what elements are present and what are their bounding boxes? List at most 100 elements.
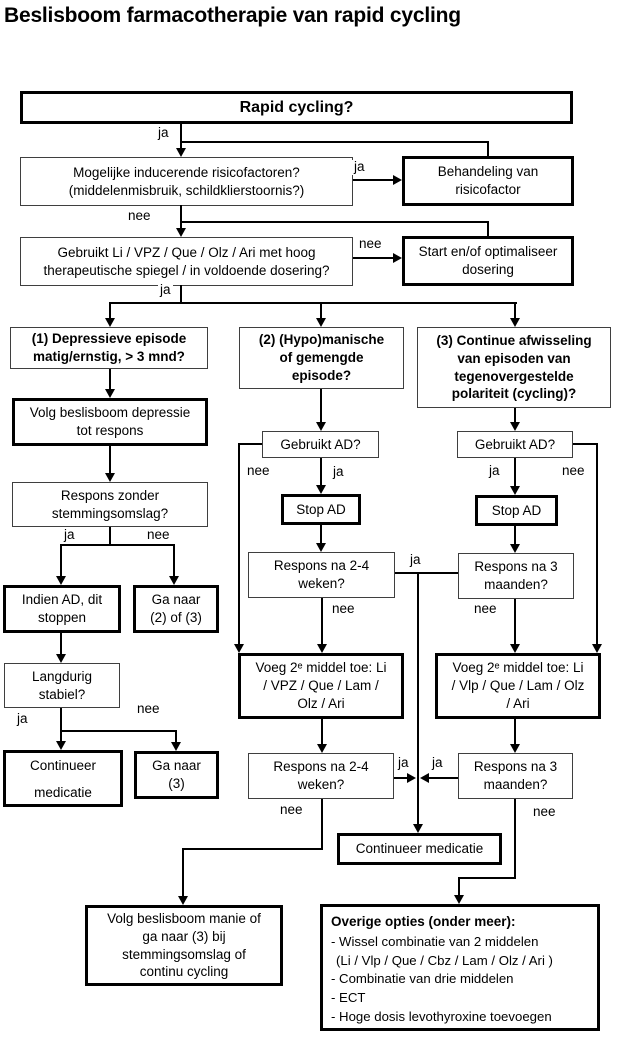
label-ja: ja: [158, 282, 173, 298]
connector-line: [238, 443, 240, 645]
label-nee: nee: [531, 804, 558, 820]
node-start-optimize: Start en/of optimaliseer dosering: [402, 236, 574, 286]
connector-line: [514, 719, 516, 745]
node-go-to-2-or-3: Ga naar (2) of (3): [133, 585, 219, 633]
arrow-down: [105, 473, 115, 482]
arrow-down: [510, 644, 520, 653]
connector-line: [109, 446, 111, 474]
label-nee: nee: [560, 463, 587, 479]
label-ja: ja: [487, 463, 502, 479]
label-ja: ja: [331, 464, 346, 480]
connector-line: [180, 285, 182, 303]
connector-line: [60, 730, 177, 732]
label-ja: ja: [352, 159, 367, 175]
label-nee: nee: [472, 601, 499, 617]
label-nee: nee: [278, 802, 305, 818]
node-continue-medication-1: Continueer medicatie: [3, 750, 123, 807]
connector-line: [109, 369, 111, 390]
node-rapid-cycling: Rapid cycling?: [20, 91, 573, 124]
arrow-down: [317, 644, 327, 653]
connector-line: [180, 221, 489, 223]
arrow-down: [176, 228, 186, 237]
node-continue-medication-2: Continueer medicatie: [337, 833, 502, 865]
node-go-to-3: Ga naar (3): [134, 751, 219, 799]
other-options-title: Overige opties (onder meer):: [331, 914, 516, 929]
arrow-down: [178, 896, 188, 905]
connector-line: [320, 458, 322, 486]
arrow-down: [56, 576, 66, 585]
connector-line: [514, 408, 516, 423]
other-options-item: - ECT: [331, 990, 366, 1006]
connector-line: [180, 141, 489, 143]
connector-line: [458, 877, 516, 879]
connector-line: [596, 443, 598, 645]
arrow-down: [510, 486, 520, 495]
label-nee: nee: [330, 601, 357, 617]
connector-line: [109, 527, 111, 546]
connector-line: [175, 730, 177, 743]
other-options-item: - Wissel combinatie van 2 middelen: [331, 933, 539, 949]
arrow-down: [317, 744, 327, 753]
connector-line: [238, 443, 262, 445]
node-add-second-agent-2: Voeg 2ᵉ middel toe: Li / VPZ / Que / Lam…: [238, 653, 404, 719]
node-other-options: Overige opties (onder meer): - Wissel co…: [320, 904, 600, 1031]
connector-line: [320, 302, 322, 319]
arrow-right: [393, 253, 402, 263]
label-nee: nee: [135, 701, 162, 717]
node-branch3-cycling: (3) Continue afwisseling van episoden va…: [417, 327, 611, 408]
arrow-right: [393, 175, 402, 185]
node-branch1-depressive: (1) Depressieve episode matig/ernstig, >…: [10, 327, 208, 369]
arrow-down: [454, 895, 464, 904]
label-ja: ja: [430, 755, 445, 771]
arrow-down: [510, 422, 520, 431]
label-nee: nee: [357, 236, 384, 252]
node-branch2-hypomanic: (2) (Hypo)manische of gemengde episode?: [239, 327, 404, 389]
connector-line: [353, 179, 394, 181]
connector-line: [180, 205, 182, 230]
arrow-down: [510, 318, 520, 327]
connector-line: [60, 708, 62, 732]
label-nee: nee: [245, 463, 272, 479]
node-treat-risk-factor: Behandeling van risicofactor: [402, 156, 574, 206]
node-response-2-4-weeks-1: Respons na 2-4 weken?: [248, 552, 395, 598]
arrow-down: [169, 576, 179, 585]
connector-line: [514, 526, 516, 545]
connector-line: [60, 633, 62, 655]
connector-line: [514, 599, 516, 645]
node-adequate-medication: Gebruikt Li / VPZ / Que / Olz / Ari met …: [20, 237, 353, 286]
label-ja: ja: [62, 527, 77, 543]
label-nee: nee: [126, 208, 153, 224]
connector-line: [417, 572, 419, 825]
node-response-3-months-2: Respons na 3 maanden?: [458, 753, 573, 799]
node-uses-ad-2: Gebruikt AD?: [262, 431, 379, 458]
arrow-down: [413, 824, 423, 833]
arrow-down: [105, 389, 115, 398]
label-ja: ja: [15, 711, 30, 727]
connector-line: [321, 719, 323, 745]
node-long-term-stable: Langdurig stabiel?: [4, 663, 120, 708]
connector-line: [429, 777, 458, 779]
other-options-item: - Combinatie van drie middelen: [331, 971, 514, 987]
arrow-down: [316, 422, 326, 431]
node-follow-mania-tree: Volg beslisboom manie of ga naar (3) bij…: [85, 905, 283, 986]
label-nee: nee: [145, 527, 172, 543]
arrow-down: [56, 741, 66, 750]
node-response-without-switch: Respons zonder stemmingsomslag?: [12, 482, 208, 527]
arrow-down: [176, 148, 186, 157]
connector-line: [353, 257, 394, 259]
arrow-down: [171, 742, 181, 751]
connector-line: [395, 572, 458, 574]
arrow-down: [510, 544, 520, 553]
label-ja: ja: [156, 125, 171, 141]
arrow-down: [105, 318, 115, 327]
connector-line: [182, 848, 184, 897]
arrow-right: [407, 773, 416, 783]
arrow-down: [316, 485, 326, 494]
page-title: Beslisboom farmacotherapie van rapid cyc…: [4, 4, 461, 27]
connector-line: [173, 544, 175, 577]
other-options-item: (Li / Vlp / Que / Cbz / Lam / Olz / Ari …: [336, 952, 553, 968]
connector-line: [514, 458, 516, 487]
node-stop-ad-3: Stop AD: [475, 495, 558, 526]
arrow-down: [56, 654, 66, 663]
